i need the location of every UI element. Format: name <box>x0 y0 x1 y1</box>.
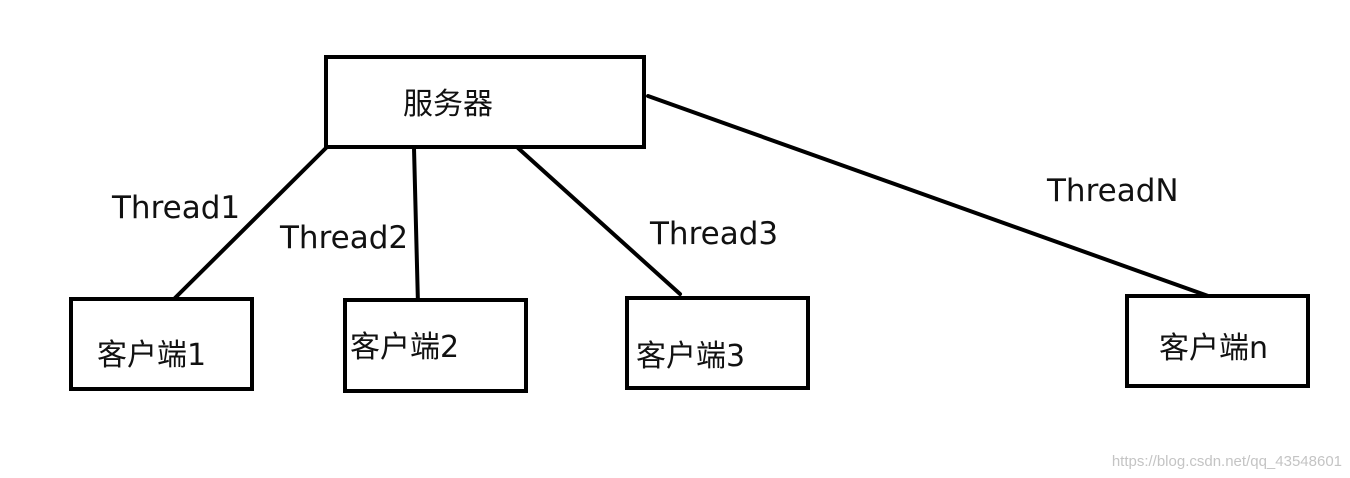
connection-line-thread1 <box>173 138 336 300</box>
client-label-n: 客户端n <box>1159 331 1268 366</box>
connections <box>173 94 1213 307</box>
server-box <box>324 55 646 149</box>
thread-label-n: ThreadN <box>1046 173 1179 209</box>
server-node: 服务器 <box>324 55 646 149</box>
client-node-3: 客户端3 <box>625 296 810 390</box>
thread-label-3: Thread3 <box>649 216 778 252</box>
server-label: 服务器 <box>403 87 493 122</box>
client-box-3 <box>625 296 810 390</box>
client-box-n <box>1125 294 1310 388</box>
client-label-2: 客户端2 <box>350 330 459 365</box>
connection-line-thread2 <box>412 146 420 307</box>
client-node-2: 客户端2 <box>343 298 528 393</box>
connection-line-thread3 <box>516 146 682 296</box>
client-box-2 <box>343 298 528 393</box>
client-box-1 <box>69 297 254 391</box>
client-label-3: 客户端3 <box>636 339 745 374</box>
watermark-text: https://blog.csdn.net/qq_43548601 <box>1112 453 1342 470</box>
client-label-1: 客户端1 <box>97 338 206 373</box>
thread-label-2: Thread2 <box>279 220 408 256</box>
thread-label-1: Thread1 <box>111 190 240 226</box>
client-node-1: 客户端1 <box>69 297 254 391</box>
client-node-n: 客户端n <box>1125 294 1310 388</box>
connection-line-threadn <box>646 94 1213 299</box>
